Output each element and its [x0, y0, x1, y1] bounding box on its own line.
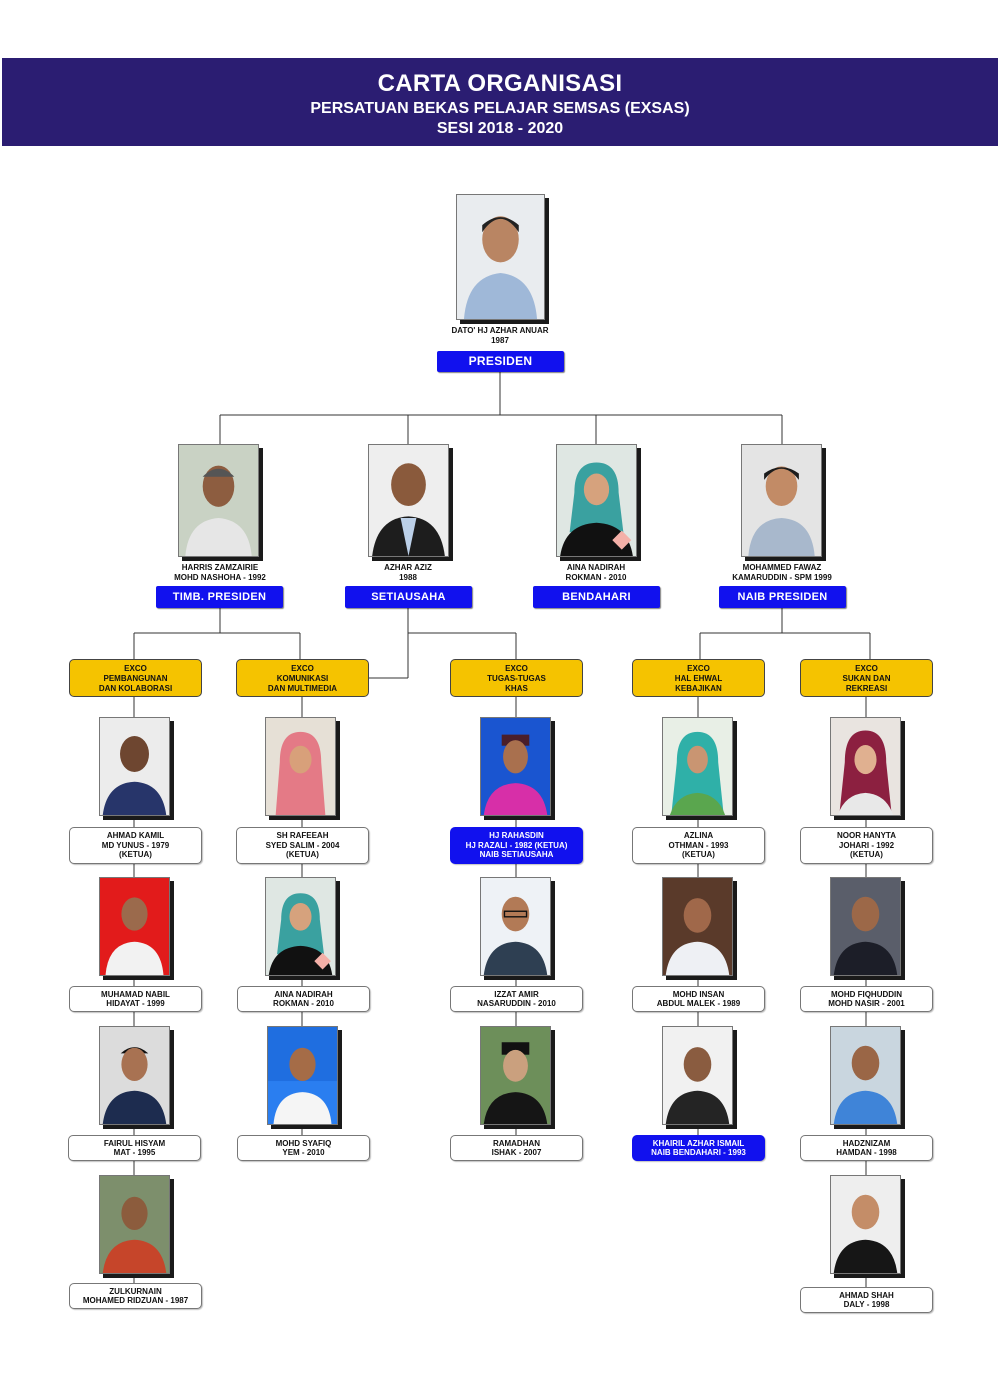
- photo-member: [99, 1175, 170, 1274]
- person-portrait-icon: [268, 1027, 337, 1124]
- photo-member: [662, 877, 733, 976]
- exco-pembangunan-box: EXCO PEMBANGUNAN DAN KOLABORASI: [69, 659, 202, 697]
- header-banner: CARTA ORGANISASI PERSATUAN BEKAS PELAJAR…: [2, 58, 998, 146]
- leader-name: MOHAMMED FAWAZ KAMARUDDIN - SPM 1999: [732, 563, 832, 582]
- member-name-box: ZULKURNAIN MOHAMED RIDZUAN - 1987: [69, 1283, 202, 1309]
- role-naib-presiden: NAIB PRESIDEN: [719, 586, 846, 608]
- person-portrait-icon: [266, 718, 335, 815]
- photo-member: [830, 1175, 901, 1274]
- person-portrait-icon: [100, 1027, 169, 1124]
- photo-member: [265, 877, 336, 976]
- member-name-box-highlight: HJ RAHASDIN HJ RAZALI - 1982 (KETUA) NAI…: [450, 827, 583, 864]
- person-portrait-icon: [100, 878, 169, 975]
- person-portrait-icon: [831, 1176, 900, 1273]
- photo-member: [830, 717, 901, 816]
- photo-member: [830, 877, 901, 976]
- person-portrait-icon: [831, 1027, 900, 1124]
- photo-timb-presiden: [178, 444, 259, 557]
- photo-member: [662, 1026, 733, 1125]
- person-portrait-icon: [100, 1176, 169, 1273]
- person-portrait-icon: [742, 445, 821, 556]
- role-setiausaha: SETIAUSAHA: [345, 586, 472, 608]
- photo-member: [99, 1026, 170, 1125]
- photo-member: [265, 717, 336, 816]
- person-portrait-icon: [663, 1027, 732, 1124]
- member-name-box: IZZAT AMIR NASARUDDIN - 2010: [450, 986, 583, 1012]
- person-portrait-icon: [481, 1027, 550, 1124]
- person-portrait-icon: [179, 445, 258, 556]
- member-name-box: NOOR HANYTA JOHARI - 1992 (KETUA): [800, 827, 933, 864]
- chart-title: CARTA ORGANISASI: [377, 70, 623, 97]
- member-name-box: AINA NADIRAH ROKMAN - 2010: [237, 986, 370, 1012]
- chart-session: SESI 2018 - 2020: [436, 120, 564, 137]
- member-name-box: MOHD INSAN ABDUL MALEK - 1989: [632, 986, 765, 1012]
- role-timb-presiden: TIMB. PRESIDEN: [156, 586, 283, 608]
- person-portrait-icon: [831, 878, 900, 975]
- photo-presiden: [456, 194, 545, 320]
- chart-subtitle: PERSATUAN BEKAS PELAJAR SEMSAS (EXSAS): [310, 100, 690, 117]
- presiden-name: DATO' HJ AZHAR ANUAR 1987: [451, 326, 549, 345]
- leader-name: HARRIS ZAMZAIRIE MOHD NASHOHA - 1992: [174, 563, 266, 582]
- member-name-box: RAMADHAN ISHAK - 2007: [450, 1135, 583, 1161]
- photo-bendahari: [556, 444, 637, 557]
- member-name-box: FAIRUL HISYAM MAT - 1995: [68, 1135, 201, 1161]
- member-name-box: AZLINA OTHMAN - 1993 (KETUA): [632, 827, 765, 864]
- person-portrait-icon: [266, 878, 335, 975]
- photo-member: [480, 717, 551, 816]
- photo-naib-presiden: [741, 444, 822, 557]
- member-name-box-highlight: KHAIRIL AZHAR ISMAIL NAIB BENDAHARI - 19…: [632, 1135, 765, 1161]
- person-portrait-icon: [481, 878, 550, 975]
- member-name-box: SH RAFEEAH SYED SALIM - 2004 (KETUA): [236, 827, 369, 864]
- photo-member: [267, 1026, 338, 1125]
- photo-member: [99, 877, 170, 976]
- member-name-box: MUHAMAD NABIL HIDAYAT - 1999: [69, 986, 202, 1012]
- person-portrait-icon: [481, 718, 550, 815]
- role-bendahari: BENDAHARI: [533, 586, 660, 608]
- photo-member: [662, 717, 733, 816]
- member-name-box: MOHD SYAFIQ YEM - 2010: [237, 1135, 370, 1161]
- exco-sukan-box: EXCO SUKAN DAN REKREASI: [800, 659, 933, 697]
- photo-member: [480, 1026, 551, 1125]
- photo-member: [99, 717, 170, 816]
- person-portrait-icon: [100, 718, 169, 815]
- member-name-box: HADZNIZAM HAMDAN - 1998: [800, 1135, 933, 1161]
- member-name-box: AHMAD SHAH DALY - 1998: [800, 1287, 933, 1313]
- person-portrait-icon: [557, 445, 636, 556]
- leader-name: AZHAR AZIZ 1988: [384, 563, 432, 582]
- person-portrait-icon: [369, 445, 448, 556]
- photo-member: [480, 877, 551, 976]
- photo-member: [830, 1026, 901, 1125]
- photo-setiausaha: [368, 444, 449, 557]
- member-name-box: AHMAD KAMIL MD YUNUS - 1979 (KETUA): [69, 827, 202, 864]
- role-presiden: PRESIDEN: [437, 351, 564, 372]
- person-portrait-icon: [663, 878, 732, 975]
- person-portrait-icon: [457, 195, 544, 319]
- leader-name: AINA NADIRAH ROKMAN - 2010: [565, 563, 627, 582]
- exco-kebajikan-box: EXCO HAL EHWAL KEBAJIKAN: [632, 659, 765, 697]
- person-portrait-icon: [663, 718, 732, 815]
- exco-komunikasi-box: EXCO KOMUNIKASI DAN MULTIMEDIA: [236, 659, 369, 697]
- member-name-box: MOHD FIQHUDDIN MOHD NASIR - 2001: [800, 986, 933, 1012]
- person-portrait-icon: [831, 718, 900, 815]
- exco-tugas-khas-box: EXCO TUGAS-TUGAS KHAS: [450, 659, 583, 697]
